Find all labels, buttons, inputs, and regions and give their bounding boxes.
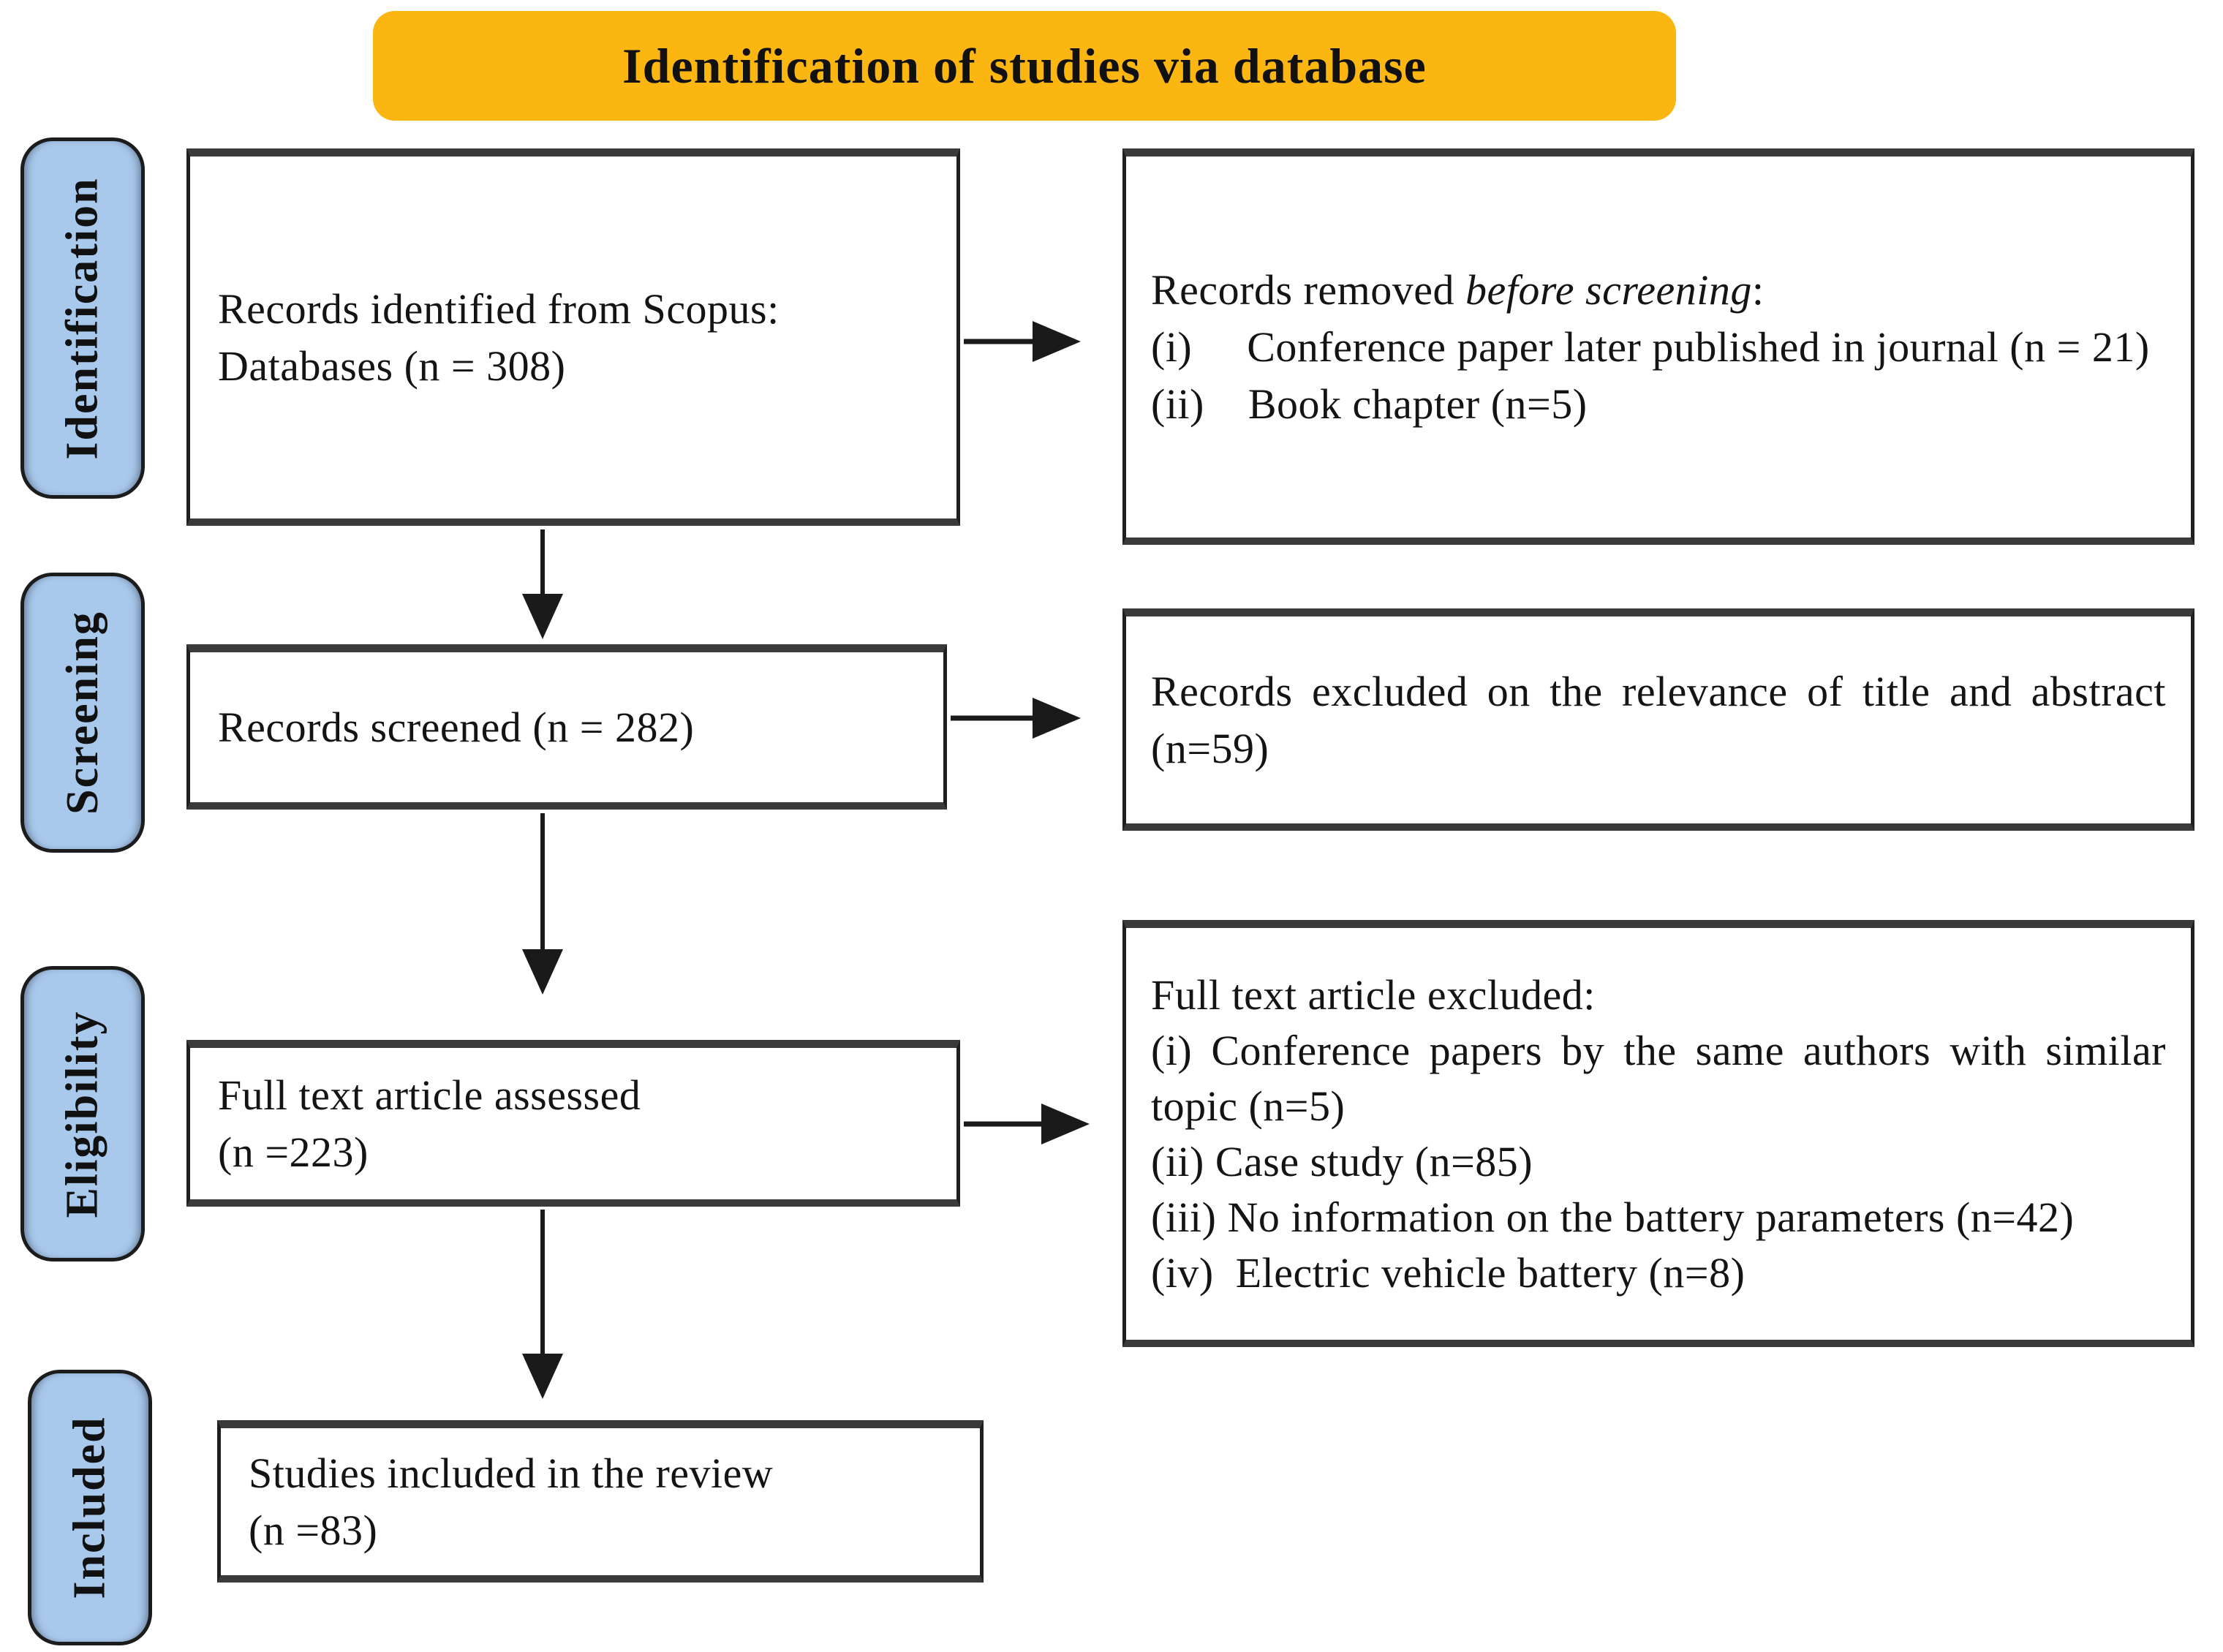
arrow-identified-to-screened-icon — [522, 529, 563, 639]
records-identified-box: Records identified from Scopus: Database… — [186, 148, 960, 526]
records-removed-heading: Records removed before screening: — [1151, 262, 2166, 319]
studies-included-line1: Studies included in the review — [249, 1449, 774, 1497]
stage-screening-label: Screening — [57, 611, 107, 815]
fulltext-assessed-line2: (n =223) — [218, 1128, 369, 1176]
records-excluded-line1: Records excluded on the relevance of tit… — [1151, 667, 2166, 772]
stage-identification: Identification — [20, 137, 145, 499]
fulltext-excluded-item2: (ii) Case study (n=85) — [1151, 1137, 1533, 1185]
records-screened-box: Records screened (n = 282) — [186, 644, 947, 810]
fulltext-excluded-item1: (i) Conference papers by the same author… — [1151, 1026, 2166, 1130]
fulltext-excluded-item3: (iii) No information on the battery para… — [1151, 1193, 2075, 1241]
studies-included-box: Studies included in the review (n =83) — [217, 1420, 984, 1583]
diagram-title-banner: Identification of studies via database — [373, 11, 1676, 121]
records-removed-box: Records removed before screening: (i) Co… — [1122, 148, 2194, 545]
studies-included-line2: (n =83) — [249, 1506, 378, 1554]
stage-identification-label: Identification — [57, 176, 107, 460]
fulltext-excluded-title: Full text article excluded: — [1151, 970, 1596, 1019]
records-identified-line1: Records identified from Scopus: — [218, 284, 780, 333]
arrow-assessed-to-included-icon — [522, 1210, 563, 1399]
stage-included-label: Included — [64, 1416, 115, 1599]
records-removed-prefix: Records removed — [1151, 265, 1465, 314]
fulltext-excluded-item4: (iv) Electric vehicle battery (n=8) — [1151, 1248, 1745, 1297]
records-excluded-box: Records excluded on the relevance of tit… — [1122, 608, 2194, 831]
diagram-title: Identification of studies via database — [622, 37, 1427, 94]
arrow-identified-to-removed-icon — [964, 321, 1081, 362]
fulltext-assessed-box: Full text article assessed (n =223) — [186, 1040, 960, 1207]
records-removed-item1: (i) Conference paper later published in … — [1151, 323, 2150, 371]
fulltext-excluded-box: Full text article excluded: (i) Conferen… — [1122, 920, 2194, 1347]
stage-included: Included — [28, 1370, 152, 1645]
records-screened-line1: Records screened (n = 282) — [218, 703, 695, 751]
arrow-screened-to-assessed-icon — [522, 813, 563, 995]
stage-eligibility-label: Eligibility — [57, 1010, 107, 1218]
arrow-screened-to-excluded-icon — [951, 698, 1081, 739]
stage-eligibility: Eligibility — [20, 966, 145, 1261]
arrow-assessed-to-fulltext-excluded-icon — [964, 1104, 1090, 1144]
fulltext-assessed-line1: Full text article assessed — [218, 1071, 641, 1119]
records-identified-line2: Databases (n = 308) — [218, 342, 566, 390]
records-removed-emphasis: before screening — [1465, 265, 1752, 314]
records-removed-item2: (ii) Book chapter (n=5) — [1151, 380, 1588, 428]
records-removed-suffix: : — [1751, 265, 1765, 314]
stage-screening: Screening — [20, 573, 145, 853]
